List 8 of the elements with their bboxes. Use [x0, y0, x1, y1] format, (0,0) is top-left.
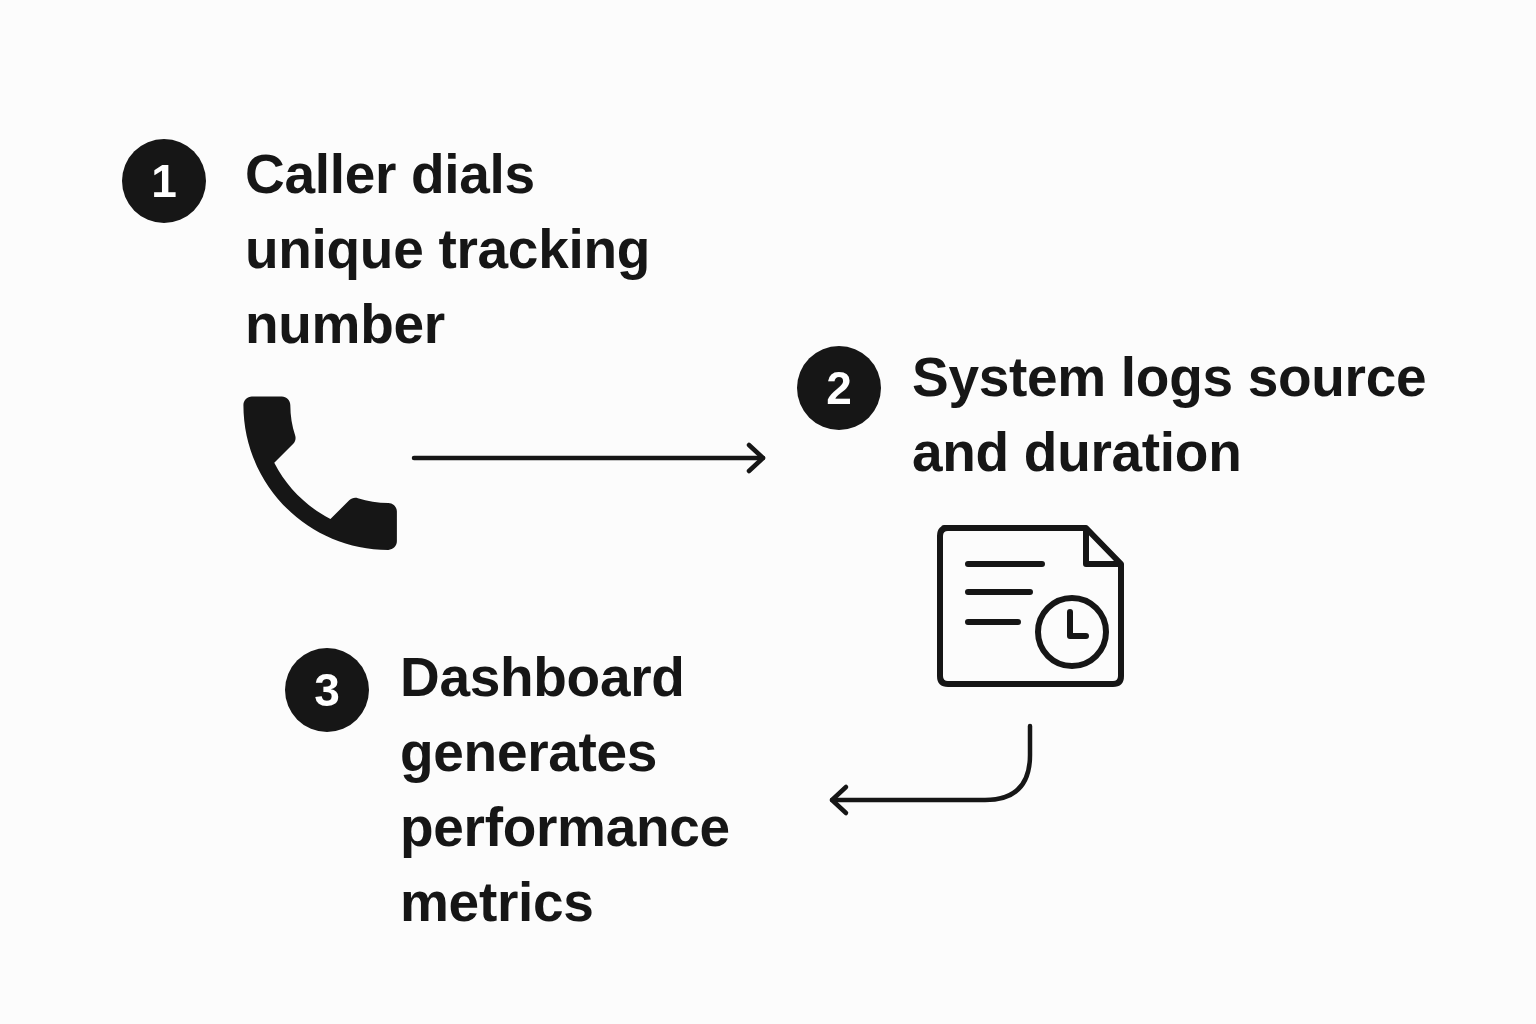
- step-text: Dashboard generates performance metrics: [400, 645, 731, 935]
- step-number-badge: 3: [285, 648, 369, 732]
- step-number-badge: 2: [797, 346, 881, 430]
- arrow: [829, 723, 1033, 816]
- step-text: Caller dials unique tracking number: [245, 142, 651, 357]
- arrow: [411, 442, 766, 474]
- step-number-badge: 1: [122, 139, 206, 223]
- step-text: System logs source and duration: [912, 345, 1428, 485]
